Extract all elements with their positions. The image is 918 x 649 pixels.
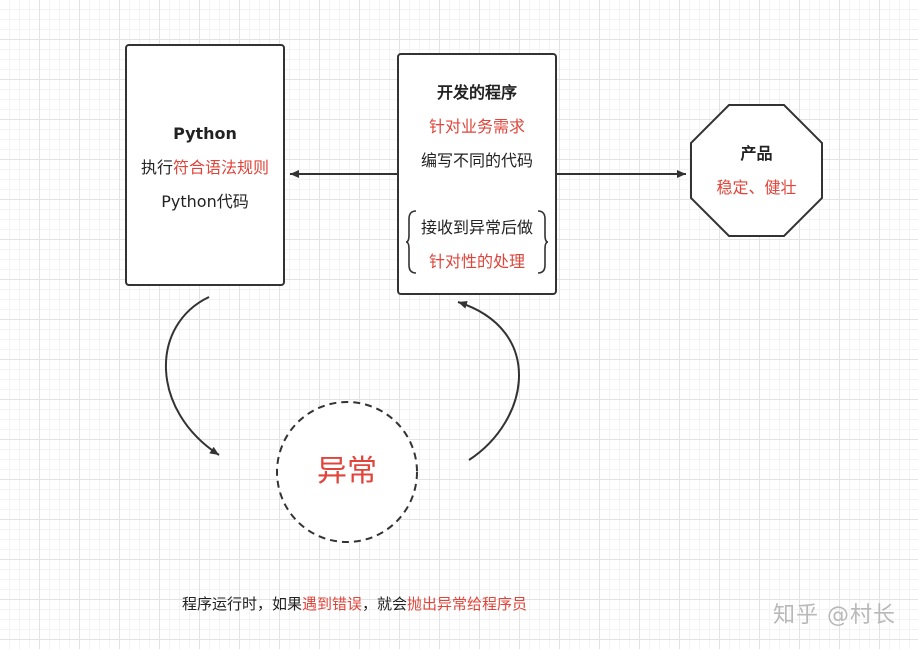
python-title: Python (173, 124, 237, 143)
caption-part1: 程序运行时，如果 (182, 595, 303, 613)
product-octagon (690, 104, 823, 237)
exception-label: 异常 (317, 454, 377, 489)
python-box: Python 执行符合语法规则 Python代码 (125, 44, 285, 286)
python-rule-highlight: 符合语法规则 (173, 158, 270, 177)
program-exception-line: 接收到异常后做 (420, 218, 533, 237)
python-line-rule: 执行符合语法规则 (140, 158, 270, 177)
watermark: 知乎 @村长 (773, 603, 896, 628)
exception-circle (276, 401, 418, 543)
program-title: 开发的程序 (436, 83, 517, 102)
caption-part2: 遇到错误 (302, 595, 363, 613)
python-line-code: Python代码 (161, 192, 249, 211)
program-brace-right (537, 210, 548, 274)
program-requirement: 针对业务需求 (428, 117, 525, 136)
program-box: 开发的程序 针对业务需求 编写不同的代码 接收到异常后做 针对性的处理 (397, 53, 557, 295)
caption: 程序运行时，如果遇到错误，就会抛出异常给程序员 (182, 594, 527, 614)
caption-part3: ，就会 (362, 595, 408, 613)
arrow-exception-to-program (457, 300, 520, 461)
caption-part4: 抛出异常给程序员 (407, 595, 528, 613)
arrow-python-to-exception (165, 296, 220, 456)
program-code-line: 编写不同的代码 (420, 151, 533, 170)
product-subtitle: 稳定、健壮 (716, 178, 797, 197)
program-brace-left (406, 210, 417, 274)
program-handling-line: 针对性的处理 (428, 252, 525, 271)
product-title: 产品 (740, 144, 773, 163)
